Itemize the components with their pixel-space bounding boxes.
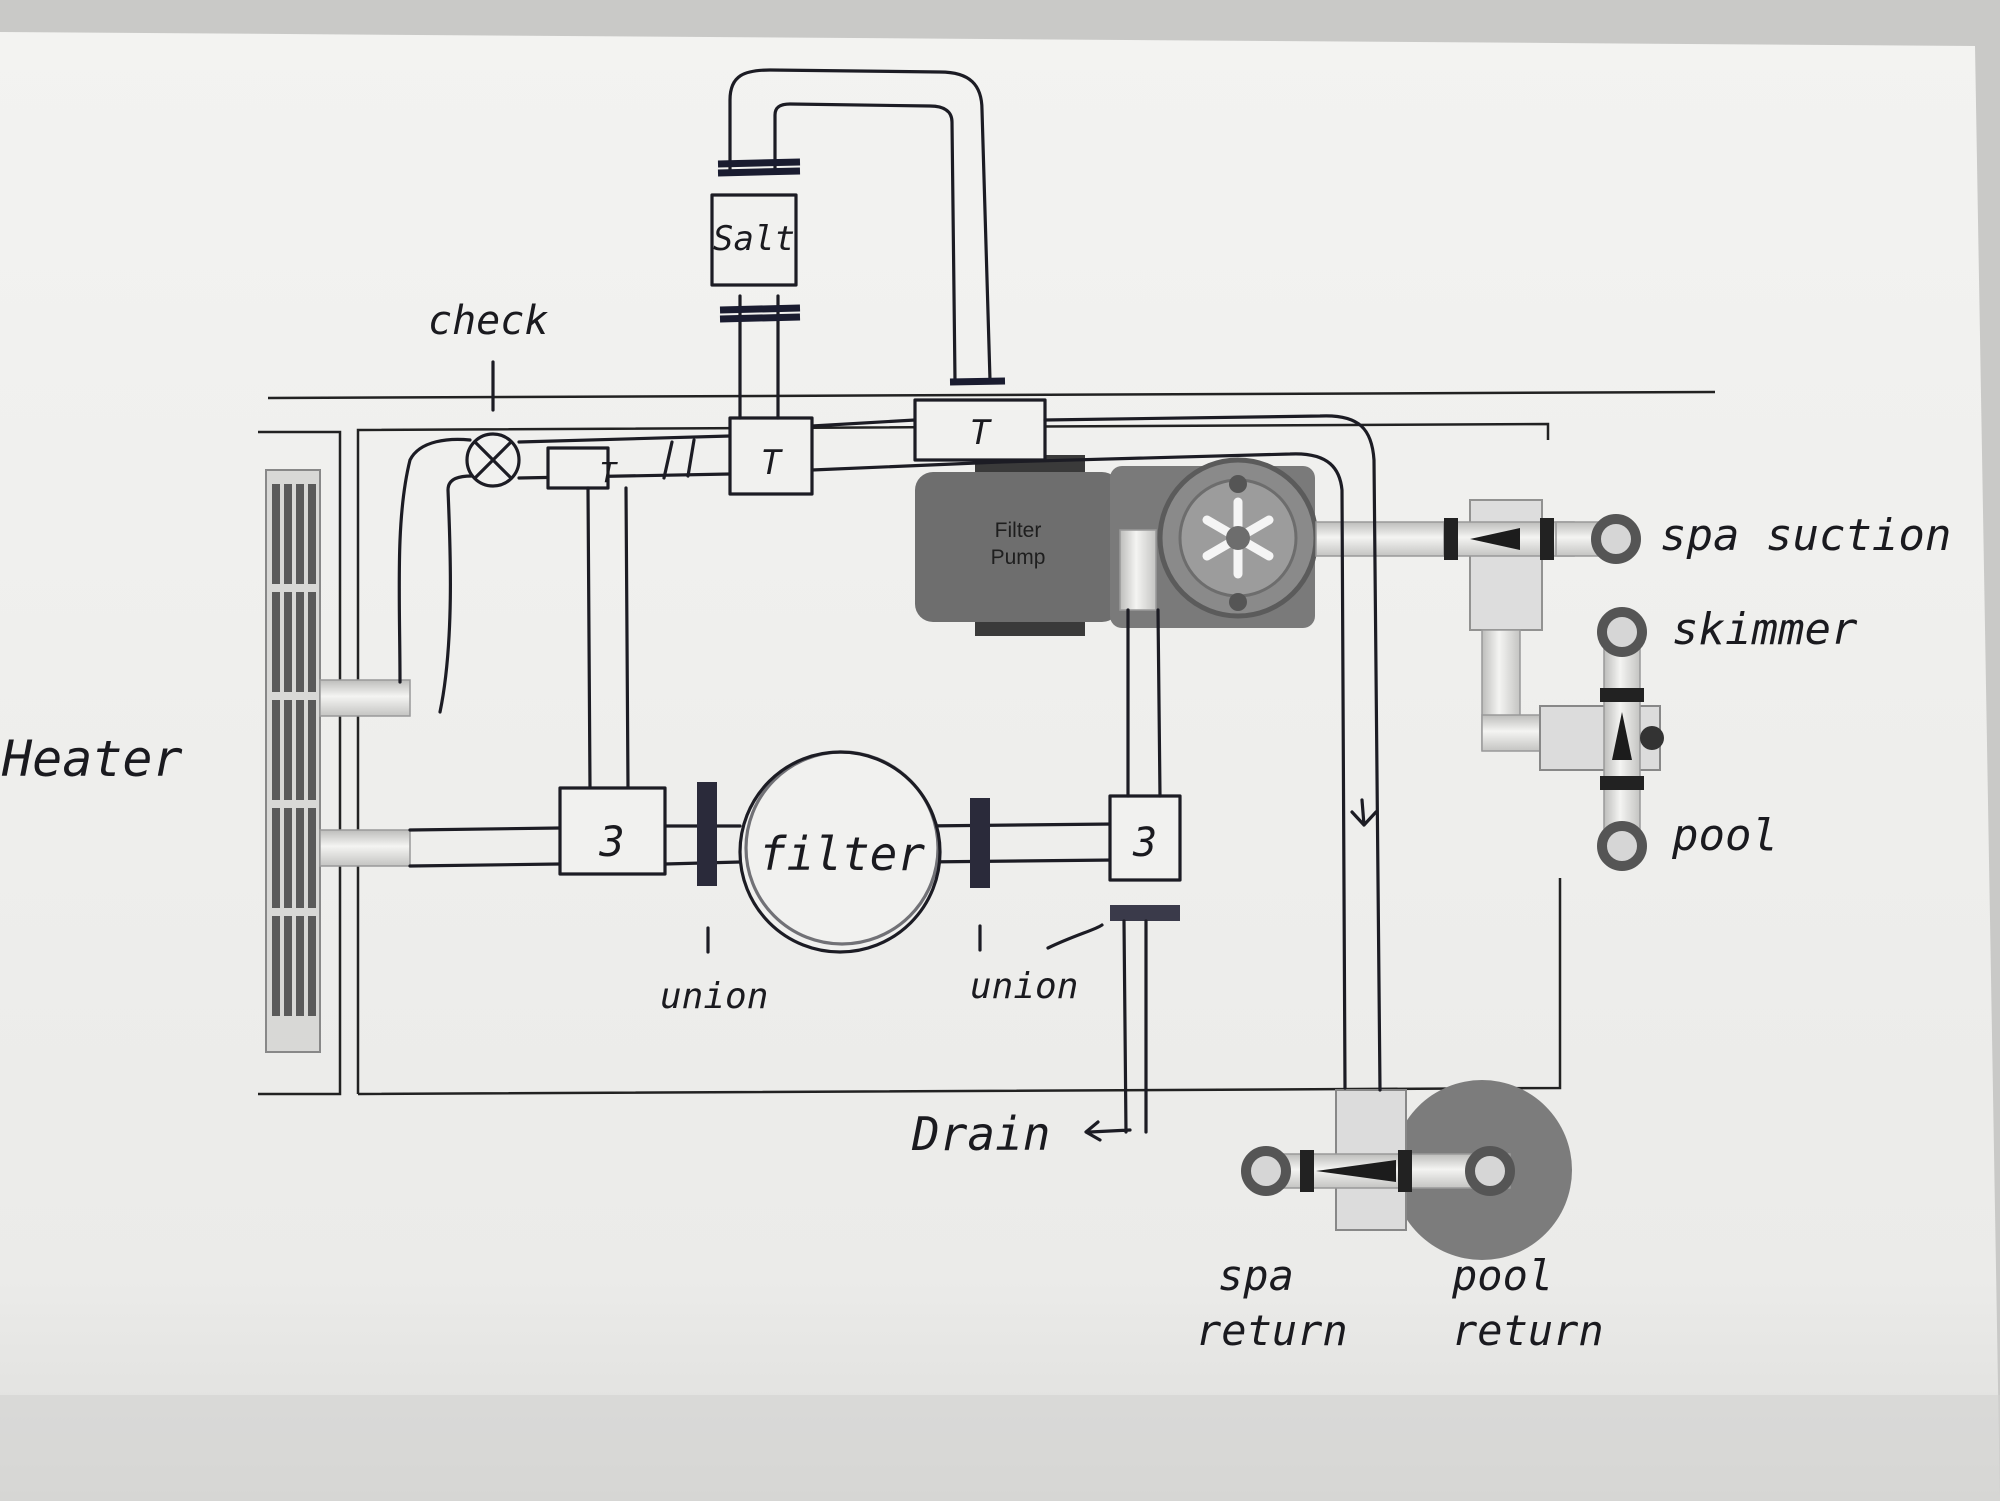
drain-union — [1110, 905, 1180, 921]
check-label: check — [428, 298, 548, 344]
spa-return-label-1: spa — [1218, 1251, 1294, 1300]
tee-fitting-1[interactable] — [546, 446, 610, 490]
drain-label: Drain — [911, 1107, 1050, 1161]
suction-elbow — [1481, 714, 1541, 752]
three-way-valve-left[interactable] — [558, 786, 667, 876]
union-left — [697, 782, 717, 886]
three-way-valve-right[interactable] — [1108, 794, 1182, 882]
filter-pump-label-2: Pump — [991, 546, 1046, 569]
paper-shadow — [0, 1395, 2000, 1501]
three-way-mark-left: 3 — [598, 817, 624, 866]
return-pipe — [998, 414, 1382, 1092]
return-valve[interactable] — [1241, 1080, 1572, 1260]
tee-mark-2: T — [761, 443, 784, 483]
salt-label: Salt — [713, 219, 795, 259]
filter-tank[interactable]: filter — [738, 750, 942, 954]
pool-return-label-2: return — [1452, 1306, 1604, 1355]
skimmer-label: skimmer — [1672, 604, 1858, 655]
filter-label: filter — [759, 827, 925, 881]
union-right-leader-2 — [1046, 923, 1104, 950]
check-valve[interactable] — [465, 360, 521, 488]
union-right-label: union — [970, 966, 1078, 1007]
filter-pump-label-1: Filter — [995, 519, 1042, 542]
skimmer-pool-valve[interactable] — [1539, 607, 1664, 871]
tee-fitting-3[interactable] — [913, 398, 1047, 462]
union-left-label: union — [660, 976, 768, 1017]
heater-supply-pipe — [397, 437, 474, 714]
salt-cell[interactable] — [710, 193, 798, 287]
flow-arrow — [1350, 798, 1378, 827]
tee-mark-1: T — [600, 456, 619, 489]
heater-unit — [265, 469, 321, 1053]
suction-pipe — [1315, 521, 1457, 557]
spa-suction-valve[interactable] — [1443, 499, 1641, 631]
union-right — [970, 798, 990, 888]
tee-fitting-2[interactable] — [728, 416, 814, 496]
salt-cell-loop — [728, 68, 992, 420]
filter-pump: Filter Pump — [915, 455, 1319, 636]
bypass-pipe — [586, 486, 630, 790]
drain-pipe — [1088, 919, 1148, 1134]
pool-return-label-1: pool — [1451, 1251, 1553, 1300]
three-way-mark-right: 3 — [1132, 820, 1157, 866]
pool-label: pool — [1671, 810, 1778, 861]
spa-suction-label: spa suction — [1660, 510, 1951, 561]
pump-discharge-pipe — [1119, 529, 1157, 611]
heater-outlet-bottom — [319, 829, 411, 867]
salt-unions — [717, 158, 801, 323]
pump-to-valve-pipe — [1126, 608, 1162, 798]
tee-mark-3: T — [970, 413, 993, 453]
upper-pipe-run — [517, 418, 1002, 480]
drain-arrow — [1084, 1120, 1102, 1142]
spa-return-label-2: return — [1196, 1306, 1348, 1355]
heater-outlet-top — [319, 679, 411, 717]
heater-label: Heater — [1, 730, 183, 788]
